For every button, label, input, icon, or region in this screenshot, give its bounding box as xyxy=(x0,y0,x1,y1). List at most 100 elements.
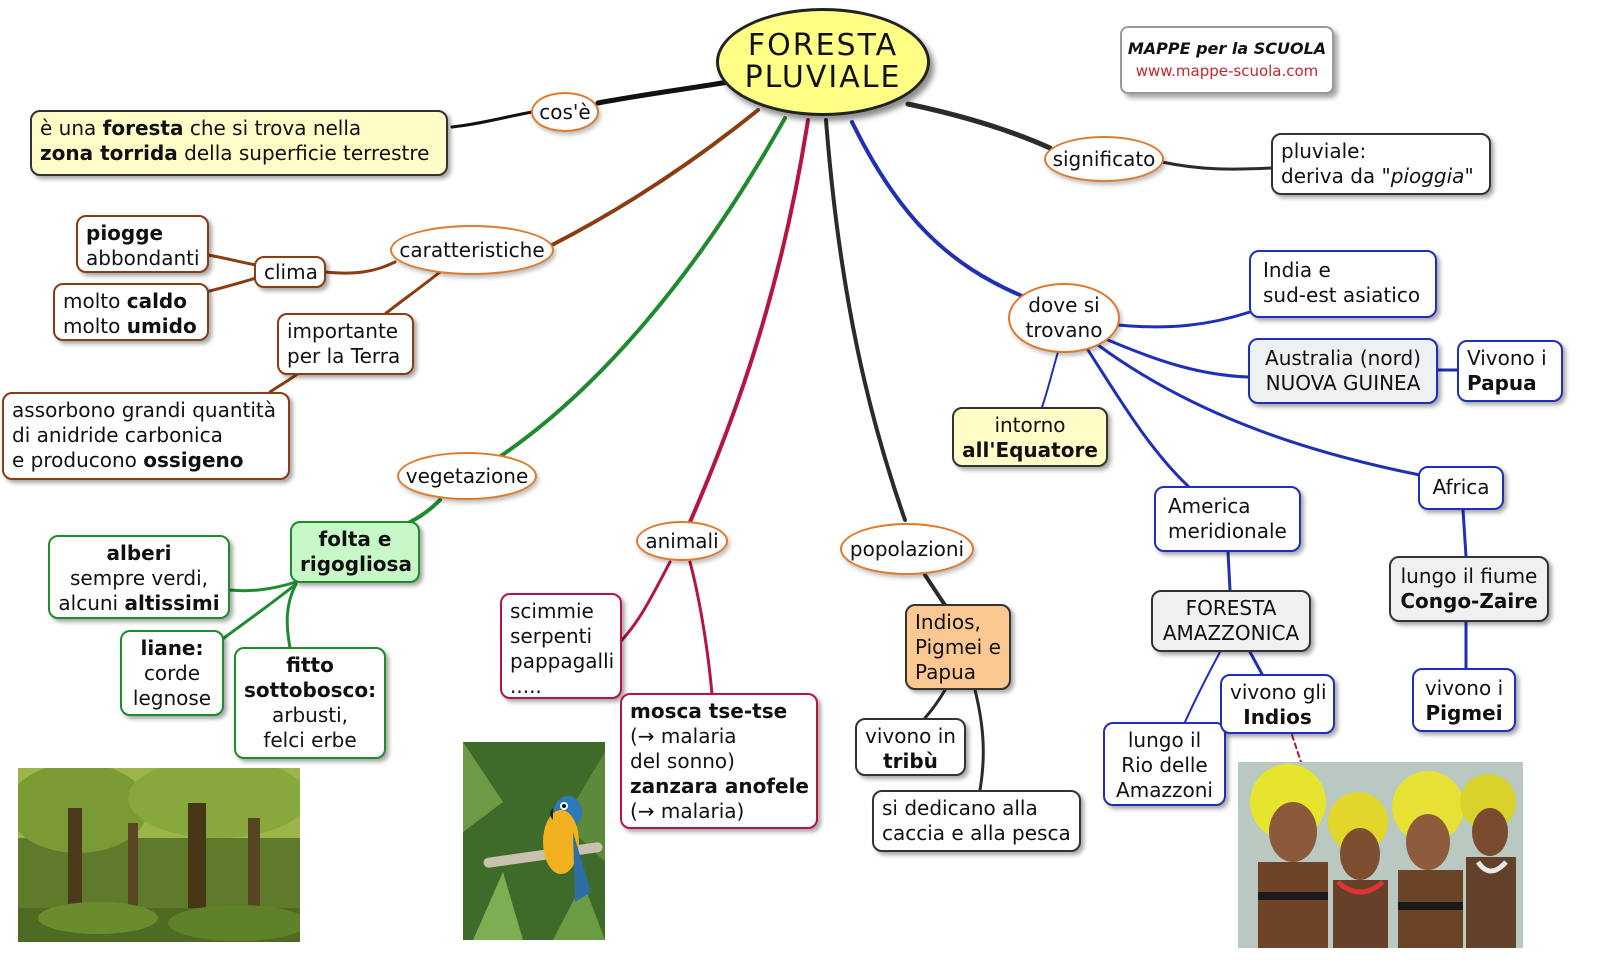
node-foresta-amazzonica: FORESTA AMAZZONICA xyxy=(1151,590,1311,652)
umido-bold: umido xyxy=(126,314,197,338)
significato-line-1: pluviale: xyxy=(1281,139,1367,163)
node-importante: importante per la Terra xyxy=(277,313,414,375)
significato-text-1: deriva da " xyxy=(1281,164,1391,188)
node-rio-amazzoni: lungo il Rio delle Amazzoni xyxy=(1103,722,1226,806)
indigenous-people-photo xyxy=(1238,762,1523,948)
link-dove-equatore xyxy=(1041,351,1059,408)
brand-box: MAPPE per la SCUOLA www.mappe-scuola.com xyxy=(1120,26,1334,94)
label-popolazioni-text: popolazioni xyxy=(849,536,965,561)
def-bold-2: zona torrida xyxy=(40,141,178,165)
liane-bold: liane: xyxy=(140,636,204,660)
brand-url[interactable]: www.mappe-scuola.com xyxy=(1135,62,1319,80)
node-significato: pluviale: deriva da "pioggia" xyxy=(1271,133,1491,195)
fitto-line-3: arbusti, xyxy=(271,703,349,727)
link-indios-caccia xyxy=(973,688,985,792)
link-folta-liane xyxy=(222,582,298,640)
clima-text: clima xyxy=(264,260,318,284)
caldo-text-1: molto xyxy=(63,289,127,313)
pigmei-bold: Pigmei xyxy=(1425,701,1503,725)
liane-line-3: legnose xyxy=(132,686,212,710)
node-india: India e sud-est asiatico xyxy=(1249,250,1437,318)
scimmie-line-1: scimmie xyxy=(510,599,594,623)
assorbono-text-3: e producono xyxy=(12,448,144,472)
america-line-1: America xyxy=(1168,494,1251,518)
equatore-line-1: intorno xyxy=(994,413,1066,437)
link-title-significato xyxy=(905,101,1053,151)
pigmei-line-1: vivono i xyxy=(1424,676,1504,700)
caldo-bold: caldo xyxy=(126,289,187,313)
def-text-2: che si trova nella xyxy=(183,116,362,140)
tribu-line-1: vivono in xyxy=(865,724,956,748)
indios-line-1: vivono gli xyxy=(1230,680,1327,704)
link-title-cose xyxy=(595,79,731,106)
def-text-1: è una xyxy=(40,116,103,140)
zanzara-bold: zanzara anofele xyxy=(630,774,809,798)
node-caccia-pesca: si dedicano alla caccia e alla pesca xyxy=(872,790,1081,852)
central-topic: FORESTA PLUVIALE xyxy=(716,8,930,116)
link-title-popolazioni xyxy=(824,118,907,522)
link-amazzonica-rio xyxy=(1184,651,1221,723)
importante-line-2: per la Terra xyxy=(287,344,401,368)
significato-italic: pioggia xyxy=(1390,164,1465,188)
sottobosco-bold: sottobosco: xyxy=(244,678,377,702)
america-line-2: meridionale xyxy=(1168,519,1287,543)
label-significato-text: significato xyxy=(1052,146,1156,171)
label-significato: significato xyxy=(1044,136,1164,182)
link-indios-tribu xyxy=(923,688,947,720)
alberi-bold: alberi xyxy=(106,541,172,565)
india-line-2: sud-est asiatico xyxy=(1263,283,1421,307)
congo-line-1: lungo il fiume xyxy=(1400,564,1538,588)
mosca-line-2: (→ malaria xyxy=(630,724,737,748)
node-scimmie: scimmie serpenti pappagalli ..... xyxy=(500,593,622,699)
link-title-dove xyxy=(850,120,1024,298)
rio-line-1: lungo il xyxy=(1127,728,1202,752)
link-dove-australia xyxy=(1106,338,1250,379)
scimmie-line-2: serpenti xyxy=(510,624,593,648)
label-dove-si-trovano: dove si trovano xyxy=(1008,283,1120,353)
title-line-2: PLUVIALE xyxy=(744,60,902,95)
popoli-line-3: Papua xyxy=(915,660,977,684)
assorbono-line-2: di anidride carbonica xyxy=(12,423,223,447)
node-vivono-indios: vivono gli Indios xyxy=(1220,674,1335,734)
link-vegetazione-folta xyxy=(408,498,442,524)
node-mosca: mosca tse-tse (→ malaria del sonno) zanz… xyxy=(620,693,818,829)
rio-line-3: Amazzoni xyxy=(1116,778,1213,802)
title-line-1: FORESTA xyxy=(747,28,899,63)
link-folta-fitto xyxy=(285,582,298,650)
caldo-text-2: molto xyxy=(63,314,127,338)
piogge-line-2: abbondanti xyxy=(86,246,200,270)
label-animali: animali xyxy=(636,521,728,561)
mosca-bold: mosca tse-tse xyxy=(630,699,788,723)
fitto-line-4: felci erbe xyxy=(263,728,357,752)
node-fitto-sottobosco: fitto sottobosco: arbusti, felci erbe xyxy=(234,647,386,759)
importante-line-1: importante xyxy=(287,319,399,343)
label-caratteristiche-text: caratteristiche xyxy=(399,237,545,262)
tribu-bold: tribù xyxy=(883,749,938,773)
rio-line-2: Rio delle xyxy=(1121,753,1208,777)
link-dove-africa xyxy=(1096,343,1422,477)
label-caratteristiche: caratteristiche xyxy=(390,225,554,275)
papua-bold: Papua xyxy=(1467,371,1537,395)
parrot-photo xyxy=(463,742,605,940)
fitto-bold: fitto xyxy=(286,653,334,677)
india-line-1: India e xyxy=(1263,258,1331,282)
label-animali-text: animali xyxy=(645,528,719,553)
def-bold-1: foresta xyxy=(102,116,184,140)
australia-line-1: Australia (nord) xyxy=(1265,346,1421,370)
node-indios-pigmei-papua: Indios, Pigmei e Papua xyxy=(905,604,1011,690)
link-significato-pluviale xyxy=(1160,160,1274,171)
alberi-line-2: sempre verdi, xyxy=(70,566,208,590)
node-piogge: piogge abbondanti xyxy=(76,215,209,273)
node-alberi: alberi sempre verdi, alcuni altissimi xyxy=(48,535,230,619)
australia-line-2: NUOVA GUINEA xyxy=(1265,371,1421,395)
node-equatore: intorno all'Equatore xyxy=(952,407,1108,467)
node-australia: Australia (nord) NUOVA GUINEA xyxy=(1248,338,1438,404)
link-amazzonica-indios xyxy=(1248,650,1264,676)
link-clima-piogge xyxy=(206,253,258,267)
node-liane: liane: corde legnose xyxy=(120,630,224,716)
equatore-bold: all'Equatore xyxy=(962,438,1098,462)
node-congo: lungo il fiume Congo-Zaire xyxy=(1389,556,1549,622)
link-indios-photo xyxy=(1291,734,1303,766)
link-africa-congo xyxy=(1461,508,1468,558)
congo-bold: Congo-Zaire xyxy=(1400,589,1538,613)
